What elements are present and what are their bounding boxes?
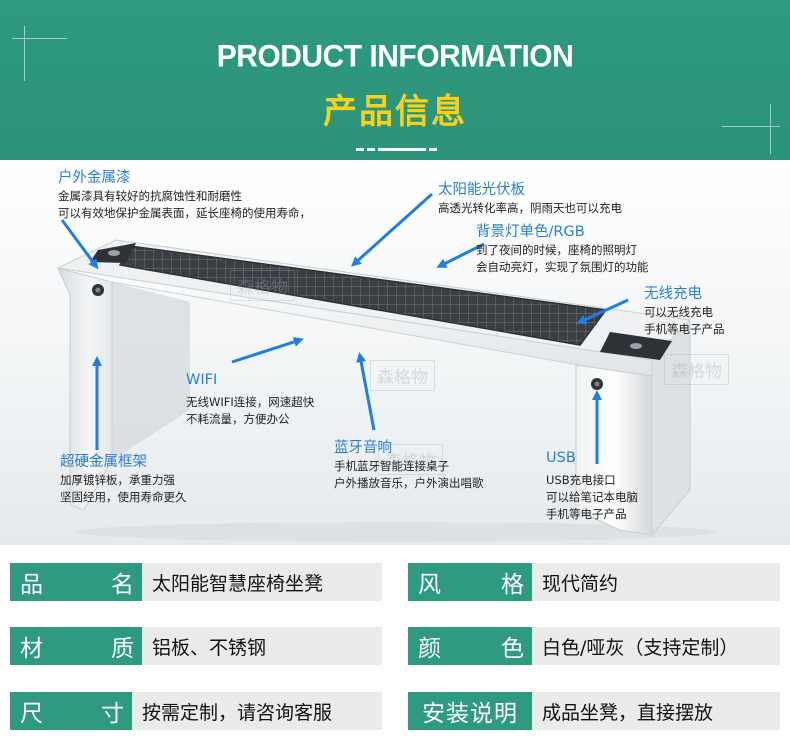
spec-value: 铝板、不锈钢 — [152, 636, 267, 659]
spec-value: 成品坐凳，直接摆放 — [542, 701, 714, 724]
spec-value: 按需定制，请咨询客服 — [142, 701, 333, 724]
decor-line — [770, 104, 771, 154]
decor-line — [12, 38, 67, 39]
header-banner: PRODUCT INFORMATION 产品信息 — [0, 0, 790, 160]
watermark: 森格物 — [370, 360, 435, 391]
annotation-backlight-title: 背景灯单色/RGB — [476, 224, 585, 240]
annotation-bluetooth-desc: 手机蓝牙智能连接桌子 户外播放音乐，户外演出唱歌 — [334, 459, 484, 490]
watermark: 森格物 — [664, 354, 729, 385]
spec-row-install: 安装说明 成品坐凳，直接摆放 — [408, 692, 780, 730]
spec-label: 品名 — [10, 563, 142, 601]
annotation-paint-desc: 金属漆具有较好的抗腐蚀性和耐磨性 可以有效地保护金属表面，延长座椅的使用寿命， — [58, 189, 311, 220]
title-underline — [356, 136, 440, 155]
annotation-usb-title: USB — [546, 450, 576, 466]
watermark: 森格物 — [378, 444, 443, 475]
decor-line — [722, 126, 780, 127]
annotation-solar-title: 太阳能光伏板 — [438, 182, 525, 198]
annotation-wireless-title: 无线充电 — [644, 286, 702, 302]
page-title-en: PRODUCT INFORMATION — [216, 39, 574, 74]
product-diagram: 森格物 森格物 森格物 森格物 户外金属漆 金属漆具有较好的抗腐蚀性和耐磨性 可… — [0, 160, 790, 545]
bench-illustration — [56, 192, 715, 542]
spec-label: 风格 — [408, 563, 532, 601]
annotation-backlight-desc: 到了夜间的时候，座椅的照明灯 会自动亮灯，实现了氛围灯的功能 — [476, 243, 649, 274]
annotation-wifi-title: WIFI — [186, 372, 218, 388]
spec-label: 安装说明 — [408, 692, 532, 730]
decor-line — [24, 26, 25, 81]
spec-label: 材质 — [10, 627, 142, 665]
spec-row-color: 颜色 白色/哑灰（支持定制） — [408, 627, 780, 665]
annotation-solar-desc: 高透光转化率高，阴雨天也可以充电 — [438, 201, 622, 215]
spec-value: 白色/哑灰（支持定制） — [542, 636, 739, 659]
annotation-frame-title: 超硬金属框架 — [60, 454, 147, 470]
annotation-wifi-desc: 无线WIFI连接，网速超快 不耗流量，方便办公 — [186, 395, 315, 426]
annotation-wireless-desc: 可以无线充电 手机等电子产品 — [644, 305, 725, 336]
spec-row-material: 材质 铝板、不锈钢 — [10, 627, 382, 665]
spec-label: 颜色 — [408, 627, 532, 665]
spec-row-name: 品名 太阳能智慧座椅坐凳 — [10, 563, 382, 601]
spec-value: 太阳能智慧座椅坐凳 — [152, 572, 324, 595]
annotation-bluetooth-title: 蓝牙音响 — [334, 440, 392, 456]
page-title-cn: 产品信息 — [323, 92, 467, 132]
watermark: 森格物 — [230, 270, 295, 301]
spec-label: 尺寸 — [10, 692, 132, 730]
annotation-usb-desc: USB充电接口 可以给笔记本电脑 手机等电子产品 — [546, 473, 638, 521]
annotation-paint-title: 户外金属漆 — [58, 170, 131, 186]
annotation-frame-desc: 加厚镀锌板，承重力强 坚固经用，使用寿命更久 — [60, 473, 187, 504]
spec-row-style: 风格 现代简约 — [408, 563, 780, 601]
spec-row-size: 尺寸 按需定制，请咨询客服 — [10, 692, 382, 730]
spec-value: 现代简约 — [542, 572, 619, 595]
